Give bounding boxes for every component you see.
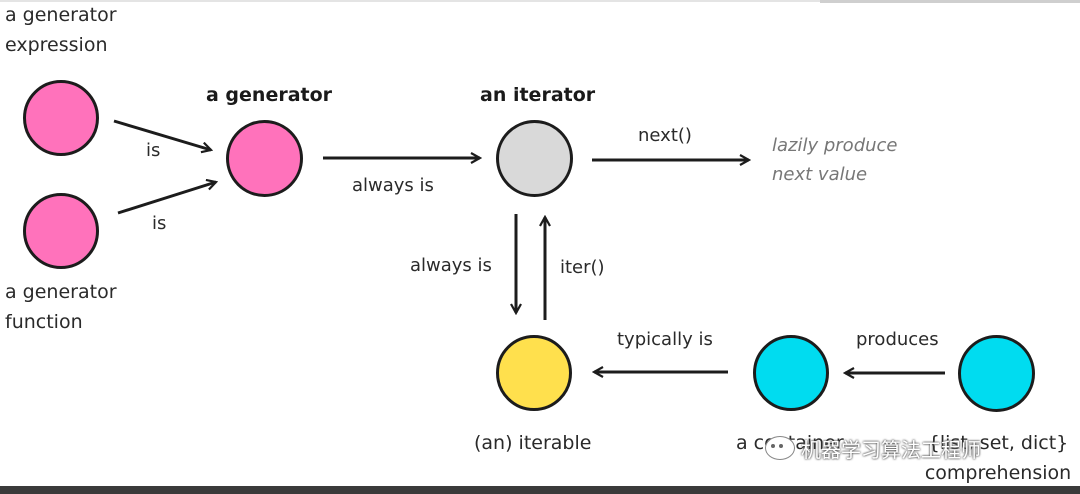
generator-node <box>226 120 303 197</box>
generator-function-label: a generator function <box>5 281 117 333</box>
edge-label-iter: iter() <box>560 257 605 278</box>
generator-label: a generator <box>206 84 333 106</box>
iterable-node <box>496 335 572 411</box>
bottom-border <box>0 486 1080 494</box>
watermark-text: 机器学习算法工程师 <box>801 437 981 462</box>
generator-function-node <box>23 193 99 269</box>
edge-label-typically-is: typically is <box>617 329 713 350</box>
edge-label-func-is: is <box>152 213 167 234</box>
generator-expression-label: a generator expression <box>5 4 117 56</box>
edge-label-generator-always-is: always is <box>352 175 434 196</box>
generator-expression-node <box>23 80 99 156</box>
lazy-annotation: lazily produce next value <box>772 135 898 185</box>
comprehension-node <box>958 335 1035 412</box>
edge-label-expr-is: is <box>146 140 161 161</box>
comprehension-label: {list, set, dict} comprehension <box>924 432 1072 484</box>
wechat-icon <box>765 436 795 460</box>
edge-label-iterator-always-is: always is <box>410 255 492 276</box>
iterator-node <box>496 120 573 197</box>
iterator-label: an iterator <box>480 84 596 106</box>
arrow-expr-to-generator <box>113 119 211 150</box>
container-node <box>753 335 829 411</box>
iterable-label: (an) iterable <box>474 432 592 454</box>
top-border-segment <box>820 0 1080 3</box>
edge-label-produces: produces <box>856 329 939 350</box>
arrow-func-to-generator <box>117 182 216 215</box>
edge-label-next: next() <box>638 125 692 146</box>
watermark: 机器学习算法工程师 <box>765 430 981 466</box>
top-border <box>0 0 1080 2</box>
